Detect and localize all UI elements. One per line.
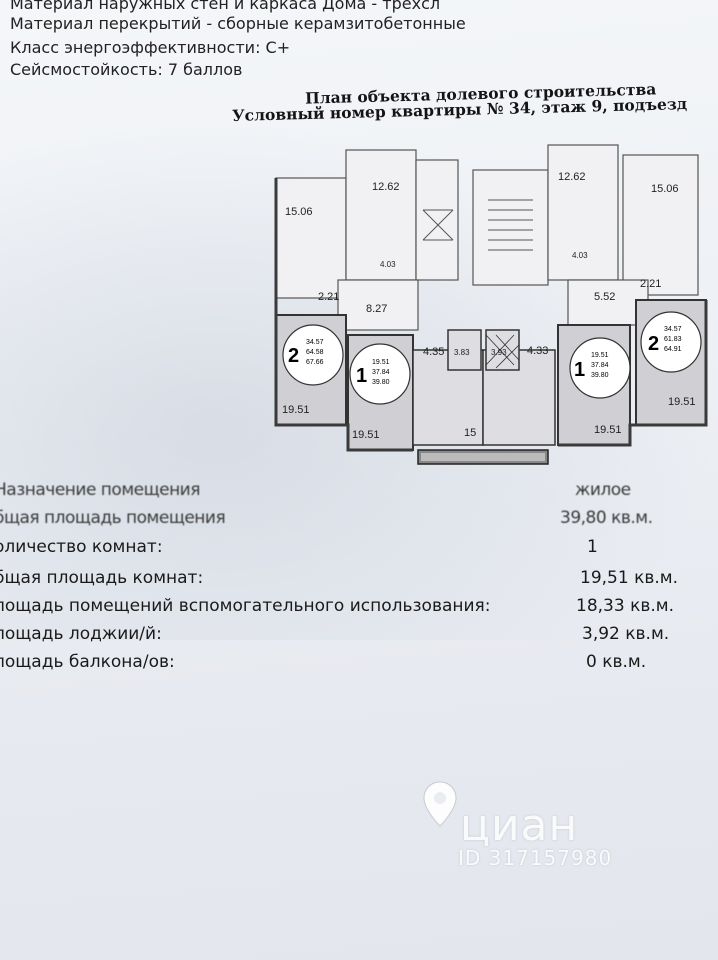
floor-plan: 15.06 12.62 12.62 15.06 2.21 8.27 5.52 2…	[268, 140, 718, 475]
apartment-badge-right-1: 1 19.51 37.84 39.80	[569, 337, 631, 399]
param-value: 3,92 кв.м.	[582, 624, 670, 644]
area-label: 19.51	[594, 424, 622, 436]
area-label: 19.51	[352, 429, 380, 441]
param-value: жилое	[575, 480, 631, 500]
area-label: 4.33	[527, 345, 548, 357]
area-label: 15	[464, 427, 476, 439]
room-left-bedroom	[275, 177, 347, 299]
area-label: 3.83	[454, 348, 470, 357]
room-right-bedroom	[622, 154, 699, 296]
param-value: 18,33 кв.м.	[576, 596, 674, 616]
param-row-auxiliary-area: лощадь помещений вспомогательного исполь…	[0, 596, 718, 624]
svg-text:2: 2	[648, 333, 659, 355]
param-row-purpose: Назначение помещения жилое	[0, 480, 718, 508]
svg-text:19.51: 19.51	[372, 359, 390, 366]
svg-text:39.80: 39.80	[591, 372, 609, 379]
param-row-room-count: оличество комнат: 1	[0, 537, 718, 565]
header-line-energy: Класс энергоэффективности: С+	[10, 38, 291, 57]
area-label: 3.93	[491, 348, 507, 357]
room-right-hall	[567, 279, 649, 326]
param-label: Назначение помещения	[0, 480, 200, 500]
apartment-badge-right-2: 2 34.57 61.83 64.91	[640, 311, 702, 373]
param-value: 0 кв.м.	[586, 652, 647, 672]
svg-text:61.83: 61.83	[664, 336, 682, 343]
param-row-total-area: бщая площадь помещения 39,80 кв.м.	[0, 508, 718, 536]
svg-text:64.58: 64.58	[306, 349, 324, 356]
param-row-rooms-area: бщая площадь комнат: 19,51 кв.м.	[0, 568, 718, 596]
area-label: 19.51	[668, 396, 696, 408]
header-line-walls: Материал наружных стен и каркаса Дома - …	[10, 0, 441, 13]
area-label: 4.03	[572, 251, 588, 260]
area-label: 2.21	[640, 278, 661, 290]
param-row-balcony-area: лощадь балкона/ов: 0 кв.м.	[0, 652, 718, 680]
svg-text:34.57: 34.57	[664, 326, 682, 333]
room-right-kitchen	[547, 144, 619, 281]
area-label: 19.51	[282, 404, 310, 416]
room-left-hall	[337, 279, 419, 331]
param-label: лощадь помещений вспомогательного исполь…	[0, 596, 491, 616]
floor-plan-drawing: 15.06 12.62 12.62 15.06 2.21 8.27 5.52 2…	[274, 144, 708, 465]
svg-text:1: 1	[574, 359, 585, 381]
svg-text:64.91: 64.91	[664, 346, 682, 353]
param-value: 39,80 кв.м.	[560, 508, 653, 528]
svg-text:2: 2	[288, 345, 299, 367]
svg-text:19.51: 19.51	[591, 352, 609, 359]
svg-text:37.84: 37.84	[591, 362, 609, 369]
area-label: 15.06	[651, 183, 679, 195]
area-label: 2.21	[318, 291, 339, 303]
param-label: оличество комнат:	[0, 537, 163, 557]
apartment-badge-34: 1 19.51 37.84 39.80	[349, 343, 411, 405]
svg-text:67.66: 67.66	[306, 359, 324, 366]
svg-text:39.80: 39.80	[372, 379, 390, 386]
param-label: лощадь лоджии/й:	[0, 624, 162, 644]
area-label: 15.06	[285, 206, 313, 218]
map-pin-icon	[423, 781, 457, 827]
param-label: лощадь балкона/ов:	[0, 652, 175, 672]
param-row-loggia-area: лощадь лоджии/й: 3,92 кв.м.	[0, 624, 718, 652]
param-value: 1	[587, 537, 598, 557]
area-label: 4.35	[423, 346, 444, 358]
area-label: 12.62	[558, 171, 586, 183]
area-label: 8.27	[366, 303, 387, 315]
area-label: 4.03	[380, 260, 396, 269]
apartment-badge-left-2: 2 34.57 64.58 67.66	[282, 324, 344, 386]
svg-text:1: 1	[356, 365, 367, 387]
param-label: бщая площадь комнат:	[0, 568, 204, 588]
area-label: 5.52	[594, 291, 615, 303]
param-value: 19,51 кв.м.	[580, 568, 678, 588]
header-line-floors: Материал перекрытий - сборные керамзитоб…	[10, 14, 466, 33]
header-line-seismic: Сейсмостойкость: 7 баллов	[10, 60, 243, 79]
svg-text:34.57: 34.57	[306, 339, 324, 346]
room-bath-left	[447, 329, 482, 371]
watermark-brand: циан	[460, 800, 579, 851]
room-left-stair	[415, 159, 459, 281]
svg-text:37.84: 37.84	[372, 369, 390, 376]
area-label: 12.62	[372, 181, 400, 193]
room-stairwell	[472, 169, 549, 286]
watermark-id: ID 317157980	[458, 846, 613, 870]
param-label: бщая площадь помещения	[0, 508, 226, 528]
